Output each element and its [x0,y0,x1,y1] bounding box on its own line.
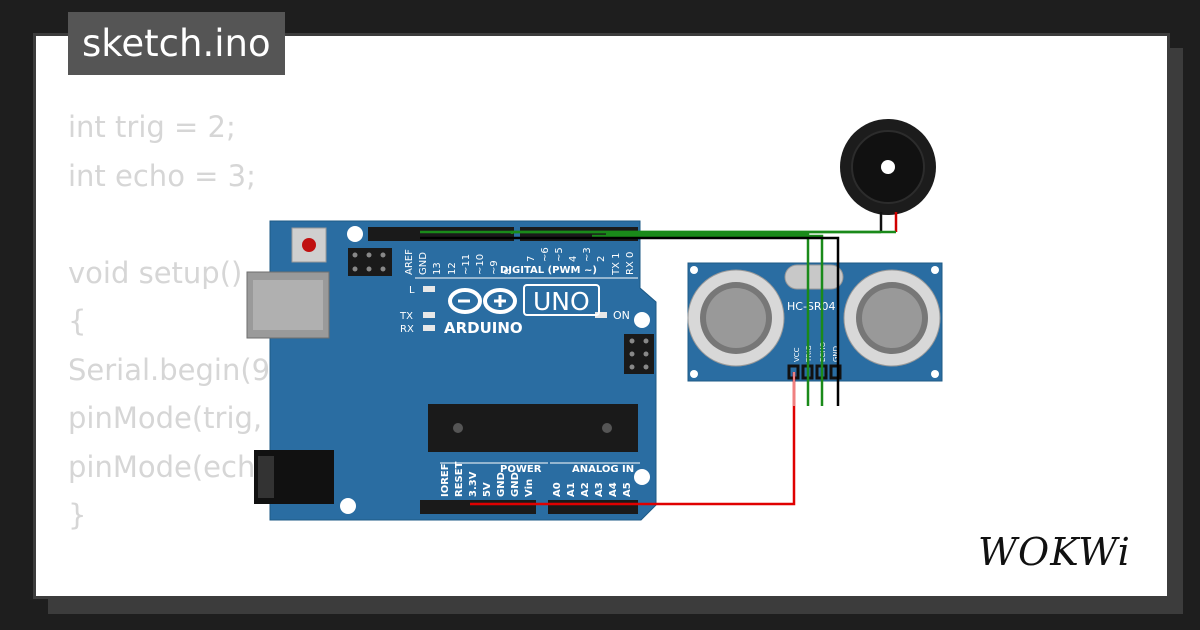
pin-label: IOREF [440,463,451,497]
led-tx-label: TX [399,311,413,322]
pin-label: ~9 [489,260,500,275]
arduino-infinity-logo [448,288,517,314]
analog-header-label: ANALOG IN [572,464,634,475]
mounting-hole [634,469,650,485]
pin-label: 3.3V [468,471,479,497]
pin-label: A4 [608,482,619,497]
code-line: void setup() [68,255,243,290]
pin-label: Vin [524,479,535,497]
pin-label: 5V [482,482,493,497]
pin-label: 12 [447,262,458,275]
analog-pin-header[interactable] [548,500,638,514]
digital-header-label: DIGITAL (PWM ~) [500,265,597,276]
pin-label: 8 [503,269,514,275]
power-pin-labels: IOREF RESET 3.3V 5V GND GND Vin [440,461,535,497]
pin-label: ~10 [475,254,486,275]
icsp-header-right [624,334,654,374]
board-brand-label: ARDUINO [444,319,523,337]
pin-label: 4 [568,256,579,262]
arduino-uno-board[interactable]: AREF GND 13 12 ~11 ~10 ~9 8 7 ~6 ~5 4 ~3… [246,220,657,521]
pin-label: A2 [580,482,591,497]
file-name-tab[interactable]: sketch.ino [68,12,285,75]
wire-vcc[interactable] [470,372,796,506]
transducer-left [687,269,785,367]
wire-gnd[interactable] [420,236,840,406]
wire-echo[interactable] [592,234,824,406]
led-rx-label: RX [400,324,414,335]
pin-label: GND [496,472,507,497]
led-on [595,312,607,318]
pin-label: ~11 [461,254,472,275]
crystal-oscillator [784,264,844,290]
mounting-hole [347,226,363,242]
pin-label: AREF [404,249,415,275]
power-pin-header[interactable] [420,500,536,514]
code-line: Serial.begin(9 [68,352,271,387]
wokwi-logo-text: WOKWi [978,530,1131,574]
pin-label: RX 0 [625,252,636,275]
microcontroller-chip [428,404,638,452]
led-l-label: L [409,285,415,296]
led-on-label: ON [613,309,630,322]
led-rx [423,325,435,331]
usb-port-face [253,280,323,330]
pin-label: RESET [454,461,465,497]
code-line: { [68,304,87,338]
reset-button[interactable] [291,227,327,263]
pin-label: ~3 [582,247,593,262]
power-jack-face [258,456,274,498]
uno-badge [523,284,600,316]
pin-label: GND [832,346,840,362]
pin-label: A3 [594,482,605,497]
pin-label: A5 [622,482,633,497]
pin-label: GND [418,252,429,275]
pin-label: VCC [793,347,801,362]
pin-label: TX 1 [611,253,622,277]
pin-label: 2 [596,256,607,262]
code-line: int trig = 2; [68,110,236,144]
status-leds: L TX RX ON [399,285,630,335]
ultrasonic-sensor[interactable]: HC-SR04 VCC TRIG ECHO GND [687,262,943,382]
pin-label: 7 [526,256,537,262]
mounting-hole [634,312,650,328]
sensor-model-label: HC-SR04 [787,300,836,313]
power-header-label: POWER [500,464,542,475]
wires[interactable] [420,230,896,506]
icsp-header-top [348,248,392,276]
wokwi-logo: WOKWi [978,530,1131,574]
code-editor: int trig = 2; int echo = 3; void setup() { S… [68,103,270,540]
wire-trig[interactable] [606,232,810,372]
pin-label: ~6 [540,247,551,262]
pin-label: GND [510,472,521,497]
transducer-right [843,269,941,367]
pin-label: A0 [552,482,563,497]
pin-label: A1 [566,482,577,497]
analog-pin-labels: A0 A1 A2 A3 A4 A5 [552,482,633,497]
piezo-buzzer[interactable] [840,119,936,232]
mounting-hole [340,498,356,514]
code-line: } [68,498,87,532]
led-l [423,286,435,292]
code-line: pinMode(ech [68,449,256,484]
board-model-label: UNO [533,287,590,316]
code-line: pinMode(trig, [68,401,263,435]
pin-label: 13 [432,262,443,275]
code-line: int echo = 3; [68,158,256,193]
led-tx [423,312,435,318]
pin-label: ~5 [554,247,565,262]
digital-pin-labels: AREF GND 13 12 ~11 ~10 ~9 8 7 ~6 ~5 4 ~3… [404,247,636,276]
